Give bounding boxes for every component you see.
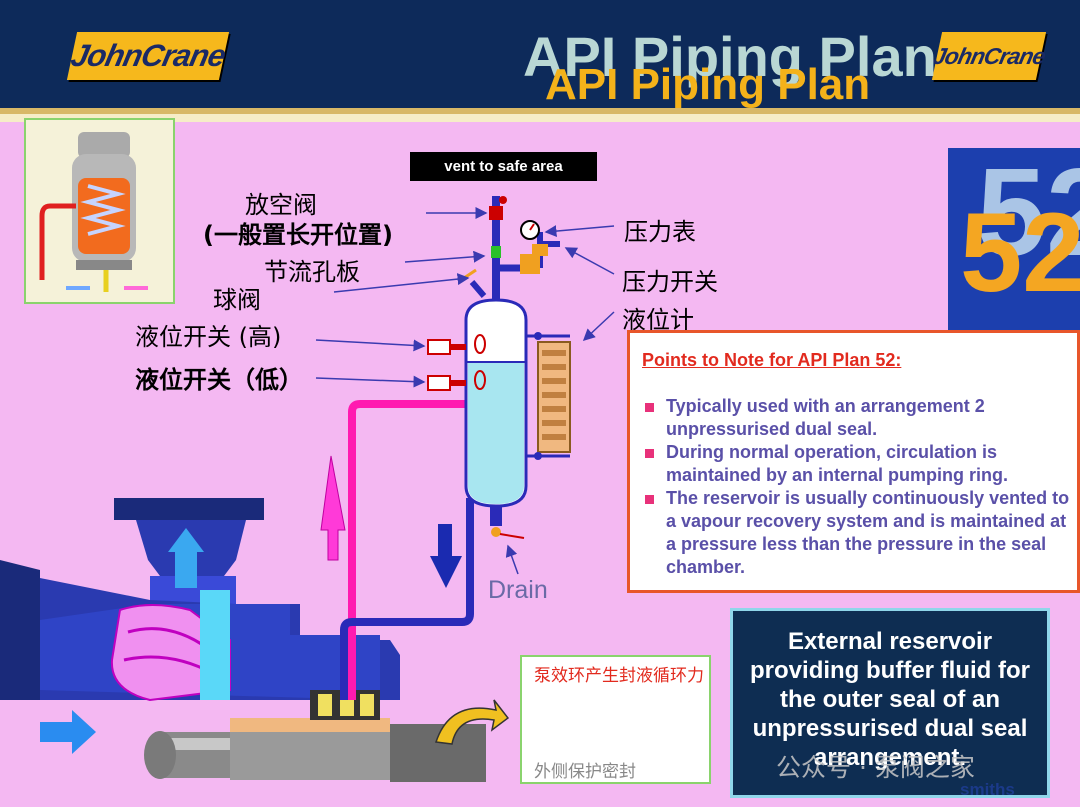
plan-number-block: 52 52 [948,148,1080,330]
label-vent-valve-note: (一般置长开位置) [203,221,393,249]
vent-piping [463,196,560,300]
notes-title: Points to Note for API Plan 52: [642,350,902,370]
label-pressure-gauge: 压力表 [624,218,696,246]
pump-casing [0,498,400,702]
level-switch-low-device [427,375,466,391]
plan-number: 52 [960,190,1080,315]
inset-panel: 泵效环产生封液循环力 外侧保护密封 [520,655,711,784]
inset-caption-bottom: 外侧保护密封 [534,762,636,782]
label-pressure-switch: 压力开关 [622,268,718,296]
supply-line [348,400,466,700]
label-ball-valve: 球阀 [213,286,261,314]
pump-shaft [144,724,486,782]
up-flow-arrow [320,455,346,561]
reservoir-vessel [464,298,528,539]
notes-box: Points to Note for API Plan 52: Typicall… [627,330,1080,593]
label-vent-valve: 放空阀 [245,191,317,219]
plan-number-shadow: 52 [977,148,1080,282]
down-flow-arrow [430,524,462,588]
label-level-gauge: 液位计 [622,306,694,334]
rotation-arrow [434,699,510,745]
bullet-icon [645,403,654,412]
bullet-icon [645,449,654,458]
label-level-switch-low: 液位开关（低） [135,366,303,394]
return-line [340,498,474,700]
label-orifice-plate: 节流孔板 [264,258,360,286]
inset-caption-top: 泵效环产生封液循环力 [534,666,704,686]
vent-label: vent to safe area [410,152,597,181]
note-text: The reservoir is usually continuously ve… [666,488,1070,577]
level-gauge-device [526,332,571,460]
callout-text: External reservoir providing buffer flui… [750,628,1030,771]
note-text: Typically used with an arrangement 2 unp… [666,396,985,439]
smiths-logo: smiths [960,780,1015,799]
header-divider [0,108,1080,114]
header-divider-light [0,114,1080,122]
leader-lines [315,207,615,575]
bullet-icon [645,495,654,504]
page-title: API Piping Plan [545,60,871,109]
title-shadow: API Piping Plan [523,25,937,88]
note-item: The reservoir is usually continuously ve… [642,487,1072,579]
inlet-arrow [40,710,96,754]
notes-list: Typically used with an arrangement 2 unp… [642,395,1072,579]
label-drain: Drain [488,576,548,604]
note-text: During normal operation, circulation is … [666,442,1009,485]
callout-box: External reservoir providing buffer flui… [730,608,1050,798]
label-level-switch-high: 液位开关 (高) [135,323,282,351]
level-switch-high-device [427,339,466,355]
watermark: 公众号 · 泵阀之家 [776,753,975,782]
reservoir-thumbnail [24,118,175,304]
note-item: During normal operation, circulation is … [642,441,1072,487]
note-item: Typically used with an arrangement 2 unp… [642,395,1072,441]
